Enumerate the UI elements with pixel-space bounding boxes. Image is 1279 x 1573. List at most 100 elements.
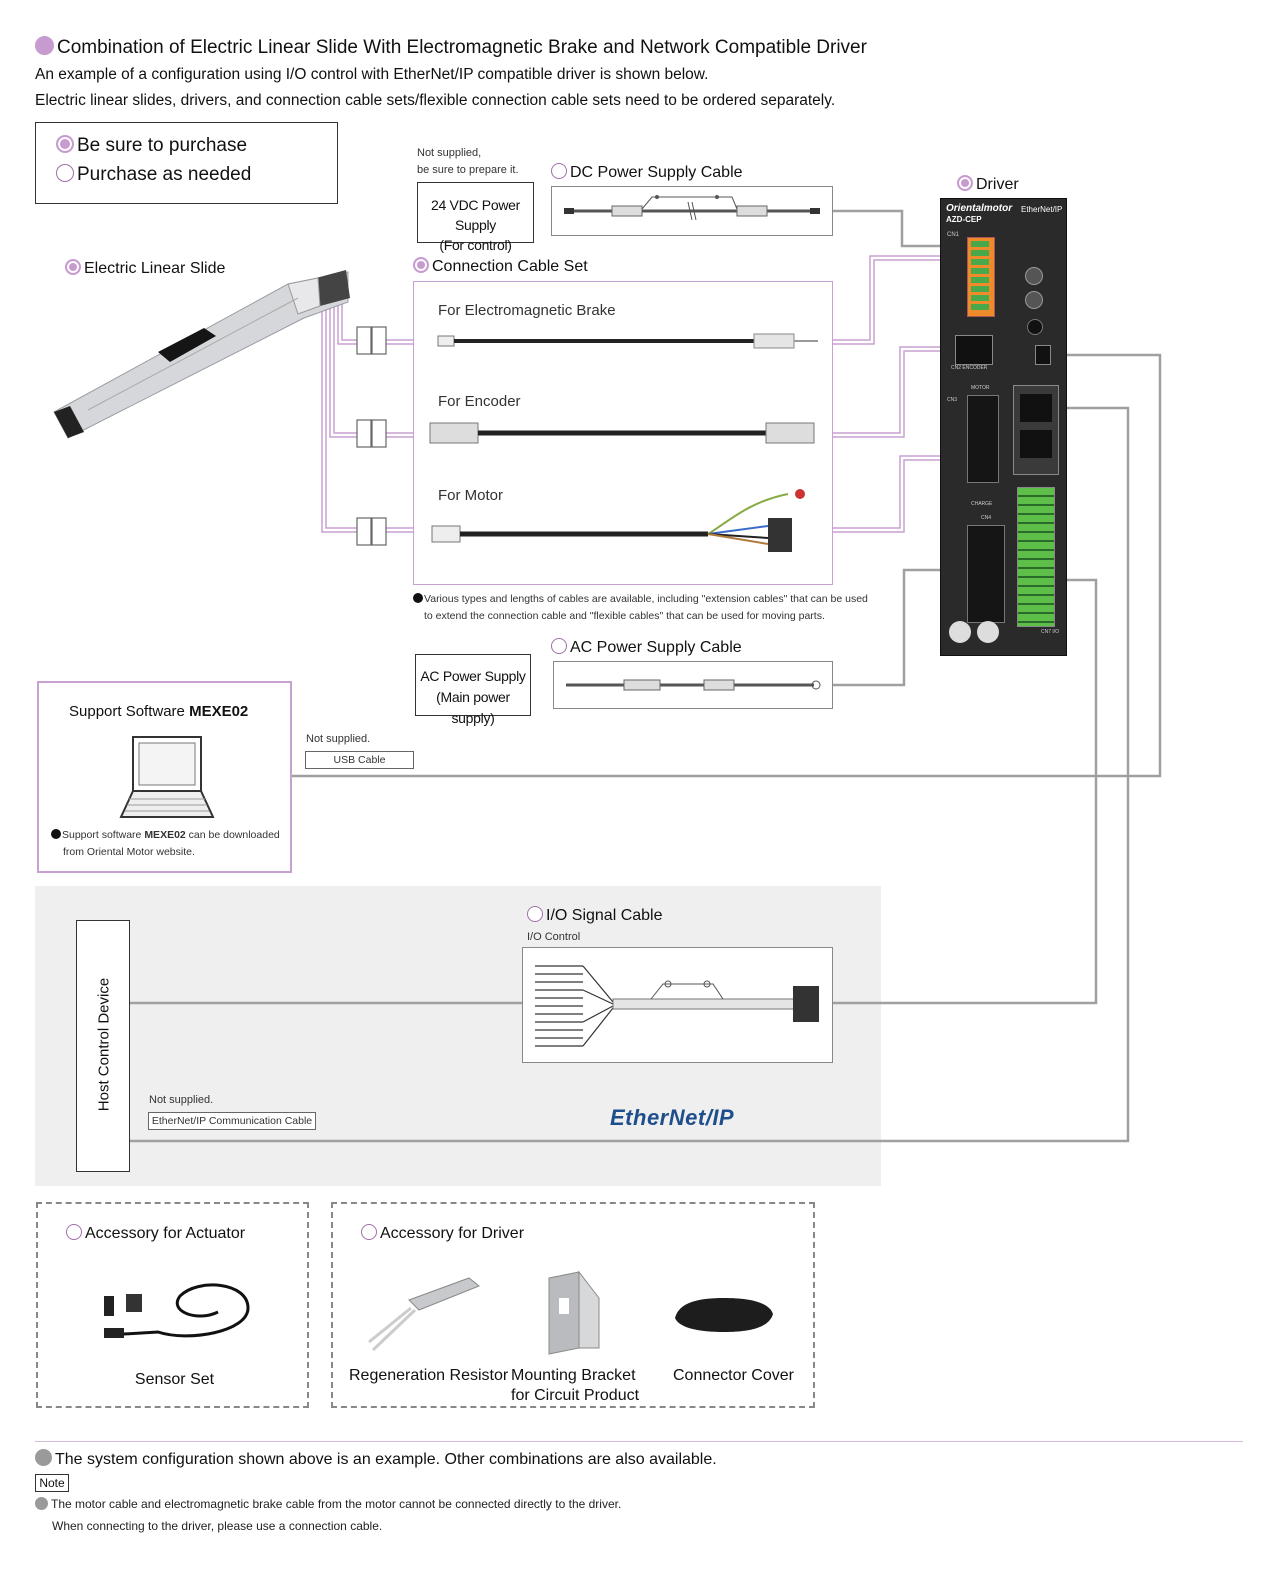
ac-cable-image <box>566 679 821 691</box>
mounting-bracket-image <box>548 1270 600 1355</box>
ethernet-logo-c: /IP <box>705 1105 735 1130</box>
ac-power-label-2: (Main power supply) <box>436 689 510 726</box>
note-label: Note <box>35 1474 69 1492</box>
encoder-cable-image <box>429 422 815 444</box>
regeneration-resistor-image <box>368 1277 480 1352</box>
software-title: Support Software MEXE02 <box>69 703 248 720</box>
intro-line-1: An example of a configuration using I/O … <box>35 66 709 83</box>
usb-note: Not supplied. <box>306 733 371 745</box>
cn7-io-terminal <box>1017 487 1055 627</box>
footer-note-bullet-icon <box>35 1497 48 1510</box>
driver-brand: Orientalmotor <box>946 203 1013 214</box>
host-device-box: Host Control Device <box>76 920 130 1172</box>
acc-actuator-title: Accessory for Actuator <box>66 1224 245 1243</box>
mounting-bracket-label-2: for Circuit Product <box>511 1387 640 1404</box>
software-note-suffix: can be downloaded <box>188 829 280 841</box>
sensor-set-image <box>104 1283 250 1338</box>
software-note-bullet-icon <box>51 829 61 839</box>
footer-bullet-icon <box>35 1449 52 1466</box>
intro-line-2: Electric linear slides, drivers, and con… <box>35 92 836 109</box>
motor-cable-label: For Motor <box>438 487 504 504</box>
usb-port <box>1035 345 1051 365</box>
home-preset-button <box>1027 319 1043 335</box>
title-bullet-icon <box>35 36 54 55</box>
host-device-label: Host Control Device <box>95 977 113 1112</box>
legend-as-needed: Purchase as needed <box>56 164 251 186</box>
footer-line-2-text: The motor cable and electromagnetic brak… <box>51 1497 622 1511</box>
ethernet-logo-a: Ether <box>610 1105 669 1130</box>
io-cable-box <box>522 947 833 1063</box>
driver-cn1: CN1 <box>947 232 960 238</box>
acc-actuator-dot-icon <box>66 1224 82 1240</box>
ethernet-logo-b: Net <box>668 1105 706 1130</box>
ground-screw-1 <box>949 621 971 643</box>
footer-divider <box>35 1441 1243 1442</box>
driver-unit: Orientalmotor EtherNet/IP AZD-CEP CN1 CN… <box>940 198 1067 656</box>
ac-power-label-1: AC Power Supply <box>420 668 526 684</box>
address-switch-2 <box>1025 291 1043 309</box>
dc-cable-title: DC Power Supply Cable <box>551 163 743 182</box>
software-title-name: MEXE02 <box>189 703 249 720</box>
legend-box: Be sure to purchase Purchase as needed <box>35 122 338 204</box>
ethernet-ip-logo: EtherNet/IP <box>610 1105 734 1131</box>
footer-line-2: The motor cable and electromagnetic brak… <box>35 1497 621 1511</box>
brake-cable-label: For Electromagnetic Brake <box>438 302 616 319</box>
io-cable-title: I/O Signal Cable <box>527 906 663 925</box>
slide-title-text: Electric Linear Slide <box>84 260 226 277</box>
motor-cable-image <box>431 489 805 552</box>
cable-set-title: Connection Cable Set <box>413 257 588 276</box>
cable-set-note-1: Various types and lengths of cables are … <box>413 593 868 605</box>
driver-charge: CHARGE <box>971 501 993 507</box>
driver-cn2: CN2 <box>951 365 962 371</box>
software-box: Support Software MEXE02 Support software… <box>37 681 292 873</box>
purchase-dot-icon <box>56 135 74 153</box>
acc-actuator-title-text: Accessory for Actuator <box>85 1225 246 1242</box>
io-cable-dot-icon <box>527 906 543 922</box>
ground-screw-2 <box>977 621 999 643</box>
software-note-2: from Oriental Motor website. <box>63 846 195 858</box>
driver-model: AZD-CEP <box>946 215 982 224</box>
ac-cable-title-text: AC Power Supply Cable <box>570 639 742 656</box>
cable-set-title-text: Connection Cable Set <box>432 258 588 275</box>
cn4-power-port <box>967 525 1005 623</box>
connector-cover-label: Connector Cover <box>673 1367 794 1384</box>
legend-purchase-label: Be sure to purchase <box>77 135 248 156</box>
io-cable-image <box>535 965 819 1047</box>
mounting-bracket-label: Mounting Bracket <box>511 1367 636 1384</box>
dc-cable-box <box>551 186 833 236</box>
ethernet-ports <box>1013 385 1059 475</box>
dc-cable-dot-icon <box>551 163 567 179</box>
slide-dot-icon <box>65 259 81 275</box>
footer-line-3: When connecting to the driver, please us… <box>52 1519 383 1533</box>
slide-title: Electric Linear Slide <box>65 259 225 278</box>
software-note-name: MEXE02 <box>144 829 186 841</box>
cable-set-box: For Electromagnetic Brake For Encoder Fo… <box>413 281 833 585</box>
as-needed-dot-icon <box>56 164 74 182</box>
driver-encoder: ENCODER <box>962 365 988 371</box>
accessory-driver-box: Accessory for Driver Regeneration Resist… <box>331 1202 815 1408</box>
driver-title: Driver <box>957 175 1019 194</box>
acc-driver-title-text: Accessory for Driver <box>380 1225 525 1242</box>
ethernet-note: Not supplied. <box>149 1094 214 1106</box>
software-note-1: Support software MEXE02 can be downloade… <box>51 829 280 841</box>
driver-title-text: Driver <box>976 176 1019 193</box>
footer-line-1: The system configuration shown above is … <box>35 1449 717 1469</box>
title-text: Combination of Electric Linear Slide Wit… <box>57 37 867 58</box>
encoder-cable-label: For Encoder <box>438 393 521 410</box>
sensor-set-label: Sensor Set <box>134 1371 215 1388</box>
software-note-prefix: Support software <box>62 829 142 841</box>
usb-cable-label: USB Cable <box>305 751 414 769</box>
accessory-actuator-box: Accessory for Actuator Sensor Set <box>36 1202 309 1408</box>
io-cable-title-text: I/O Signal Cable <box>546 907 663 924</box>
driver-cn3: CN3 <box>947 397 958 403</box>
power24-label-2: (For control) <box>439 237 512 253</box>
driver-net-label: EtherNet/IP <box>1021 205 1063 214</box>
acc-driver-dot-icon <box>361 1224 377 1240</box>
software-title-prefix: Support Software <box>69 703 185 720</box>
note-bullet-icon <box>413 593 423 603</box>
power24-note-1: Not supplied, <box>417 147 482 159</box>
cn2-encoder-port <box>955 335 993 365</box>
dc-cable-title-text: DC Power Supply Cable <box>570 164 743 181</box>
dc-cable-image <box>564 195 820 221</box>
power24-label-1: 24 VDC Power Supply <box>431 197 520 233</box>
